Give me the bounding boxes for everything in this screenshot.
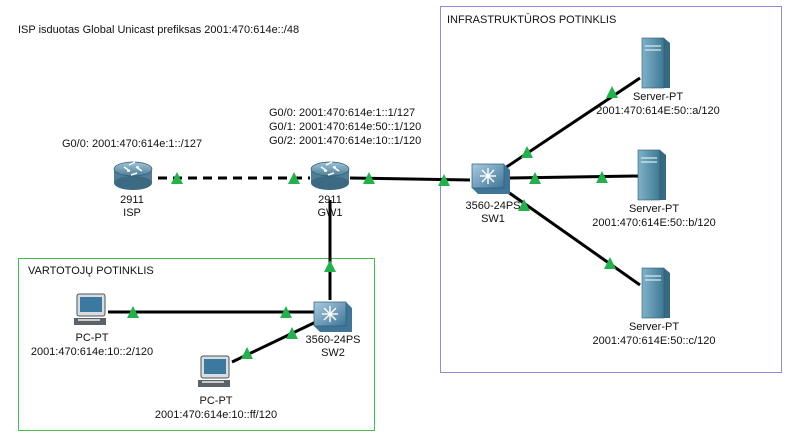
link-up-icon [286,327,298,339]
link-up-icon [324,260,336,272]
gw1-model-label: 2911 [318,194,342,206]
server-a-model-label: Server-PT [632,91,684,103]
link-up-icon [521,146,533,158]
router-icon[interactable] [310,161,350,190]
sw2-name-label: SW2 [321,347,345,359]
link-up-icon [604,257,616,269]
sw1-name-label: SW1 [481,213,505,225]
isp-model-label: 2911 [120,194,144,206]
switch-icon[interactable] [471,163,510,194]
link-up-icon [363,172,375,184]
isp-interface-label: G0/0: 2001:470:614e:1::/127 [62,138,203,150]
link-sw1-server-c[interactable] [507,190,641,287]
link-up-icon [171,172,183,184]
link-up-icon [518,199,530,211]
link-up-icon [596,171,608,183]
router-icon[interactable] [113,161,153,190]
server-icon[interactable] [641,267,670,319]
server-c-model-label: Server-PT [628,321,680,333]
link-sw1-server-b[interactable] [509,174,641,180]
link-up-icon [127,306,139,318]
gw1-interface-g00: G0/0: 2001:470:614e:1::1/127 [269,107,416,119]
server-a-address-label: 2001:470:614E:50::a/120 [596,105,720,117]
pc2-model-label: PC-PT [199,395,233,407]
gw1-interface-g02: G0/2: 2001:470:614e:10::1/120 [269,135,422,147]
switch-icon[interactable] [313,301,352,332]
isp-prefix-note: ISP isduotas Global Unicast prefiksas 20… [18,24,300,36]
gw1-interface-g01: G0/1: 2001:470:614e:50::1/120 [269,121,422,133]
server-icon[interactable] [637,149,666,201]
link-up-icon [288,172,300,184]
pc1-address-label: 2001:470:614e:10::2/120 [30,346,154,358]
pc1-model-label: PC-PT [75,332,109,344]
server-icon[interactable] [641,37,670,89]
link-up-icon [606,86,618,98]
link-status-indicators [127,86,618,359]
users-area-title: VARTOTOJŲ POTINKLIS [28,265,154,277]
server-b-model-label: Server-PT [628,203,680,215]
link-up-icon [280,306,292,318]
sw2-model-label: 3560-24PS [305,334,361,346]
infra-area-title: INFRASTRUKTŪROS POTINKLIS [447,14,617,26]
sw1-model-label: 3560-24PS [465,200,521,212]
gw1-name-label: GW1 [317,207,343,219]
link-up-icon [241,347,253,359]
isp-name-label: ISP [123,207,141,219]
link-up-icon [529,172,541,184]
pc2-address-label: 2001:470:614e:10::ff/120 [154,409,278,421]
users-area [18,258,375,431]
link-up-icon [438,174,450,186]
server-c-address-label: 2001:470:614E:50::c/120 [592,335,716,347]
infra-area [440,6,782,373]
server-b-address-label: 2001:470:614E:50::b/120 [592,217,716,229]
pc-icon[interactable] [198,355,230,387]
pc-icon[interactable] [74,293,106,325]
